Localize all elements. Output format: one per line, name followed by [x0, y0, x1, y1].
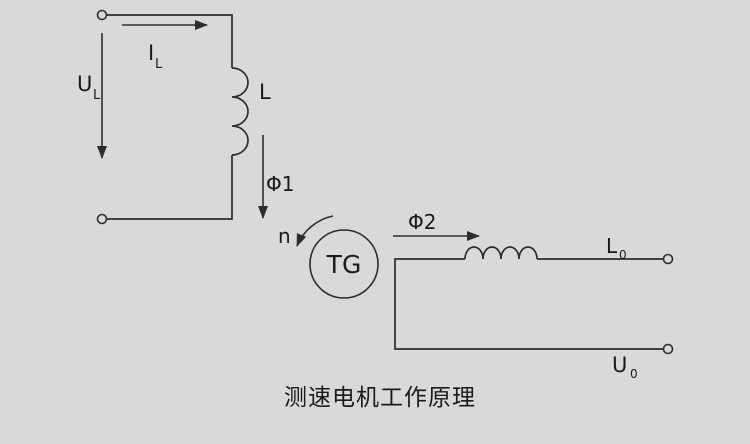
terminal-icon	[96, 9, 108, 21]
wire-bottom	[106, 155, 233, 220]
wire-top	[106, 14, 233, 68]
generator-circle	[309, 229, 379, 299]
speed-label: n	[278, 224, 291, 248]
current-label: I	[148, 41, 154, 65]
output-voltage-label-sub: 0	[630, 367, 638, 381]
diagram-caption: 测速电机工作原理	[284, 385, 476, 411]
output-voltage-label: U	[612, 353, 627, 377]
output-inductor-label: L	[606, 234, 618, 258]
output-circuit: Φ2 L 0 U 0	[393, 210, 674, 381]
voltage-label: U	[77, 72, 92, 96]
output-inductor-label-sub: 0	[619, 248, 627, 262]
input-circuit: I L U L L Φ1	[77, 9, 294, 225]
terminal-icon	[662, 253, 674, 265]
voltage-label-sub: L	[93, 88, 101, 103]
flux1-label: Φ1	[266, 172, 294, 196]
tacho-generator: n TG	[278, 215, 379, 299]
current-label-sub: L	[155, 57, 163, 72]
terminal-icon	[662, 343, 674, 355]
rotation-arrow-icon	[296, 215, 334, 247]
generator-label: TG	[326, 250, 362, 279]
flux2-label: Φ2	[408, 210, 436, 234]
inductor-L-coil	[231, 67, 249, 156]
output-coil-L0	[464, 246, 538, 260]
inductor-label: L	[259, 80, 271, 104]
terminal-icon	[96, 213, 108, 225]
wire-output-top	[394, 258, 663, 350]
